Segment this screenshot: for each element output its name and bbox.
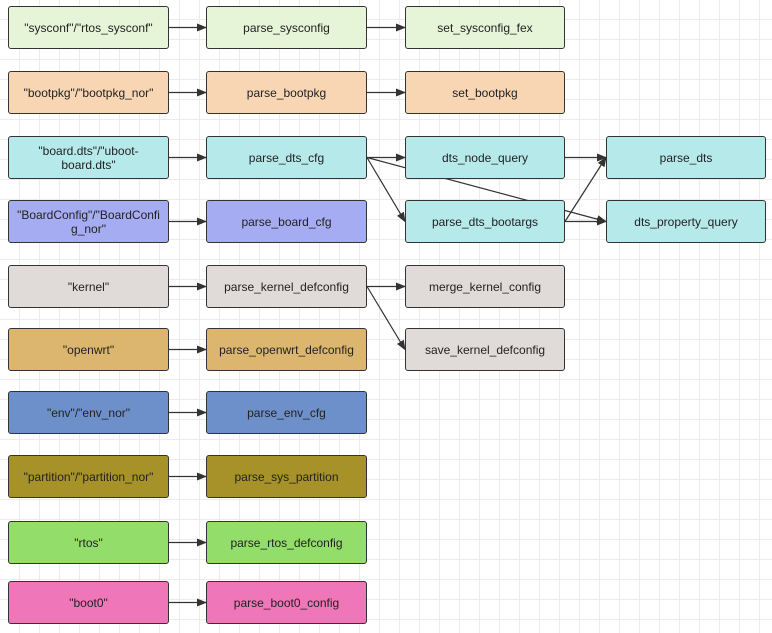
- parse-openwrt-defconfig-node[interactable]: parse_openwrt_defconfig: [206, 328, 367, 371]
- parse-rtos-defconfig-node[interactable]: parse_rtos_defconfig: [206, 521, 367, 564]
- set-sysconfig-fex-node[interactable]: set_sysconfig_fex: [405, 6, 565, 49]
- sysconf-key-node[interactable]: "sysconf"/"rtos_sysconf": [8, 6, 169, 49]
- boot0-key-node[interactable]: "boot0": [8, 581, 169, 624]
- edge-parse-dts-cfg-to-parse-dts-bootargs: [366, 157, 406, 223]
- parse-dts-cfg-node[interactable]: parse_dts_cfg: [206, 136, 367, 179]
- parse-dts-node[interactable]: parse_dts: [606, 136, 766, 179]
- openwrt-key-node[interactable]: "openwrt": [8, 328, 169, 371]
- partition-key-node[interactable]: "partition"/"partition_nor": [8, 455, 169, 498]
- dts-property-query-node[interactable]: dts_property_query: [606, 200, 766, 243]
- parse-boot0-config-node[interactable]: parse_boot0_config: [206, 581, 367, 624]
- edge-parse-kernel-defconfig-to-save-kernel-defconfig: [366, 286, 406, 351]
- bootpkg-key-node[interactable]: "bootpkg"/"bootpkg_nor": [8, 71, 169, 114]
- set-bootpkg-node[interactable]: set_bootpkg: [405, 71, 565, 114]
- rtos-key-node[interactable]: "rtos": [8, 521, 169, 564]
- parse-sysconfig-node[interactable]: parse_sysconfig: [206, 6, 367, 49]
- edge-parse-dts-bootargs-to-parse-dts: [564, 156, 607, 222]
- boardconfig-key-node[interactable]: "BoardConfig"/"BoardConfig_nor": [8, 200, 169, 243]
- dts-key-node[interactable]: "board.dts"/"uboot-board.dts": [8, 136, 169, 179]
- parse-dts-bootargs-node[interactable]: parse_dts_bootargs: [405, 200, 565, 243]
- save-kernel-defconfig-node[interactable]: save_kernel_defconfig: [405, 328, 565, 371]
- dts-node-query-node[interactable]: dts_node_query: [405, 136, 565, 179]
- parse-sys-partition-node[interactable]: parse_sys_partition: [206, 455, 367, 498]
- parse-board-cfg-node[interactable]: parse_board_cfg: [206, 200, 367, 243]
- merge-kernel-config-node[interactable]: merge_kernel_config: [405, 265, 565, 308]
- parse-bootpkg-node[interactable]: parse_bootpkg: [206, 71, 367, 114]
- env-key-node[interactable]: "env"/"env_nor": [8, 391, 169, 434]
- parse-kernel-defconfig-node[interactable]: parse_kernel_defconfig: [206, 265, 367, 308]
- kernel-key-node[interactable]: "kernel": [8, 265, 169, 308]
- parse-env-cfg-node[interactable]: parse_env_cfg: [206, 391, 367, 434]
